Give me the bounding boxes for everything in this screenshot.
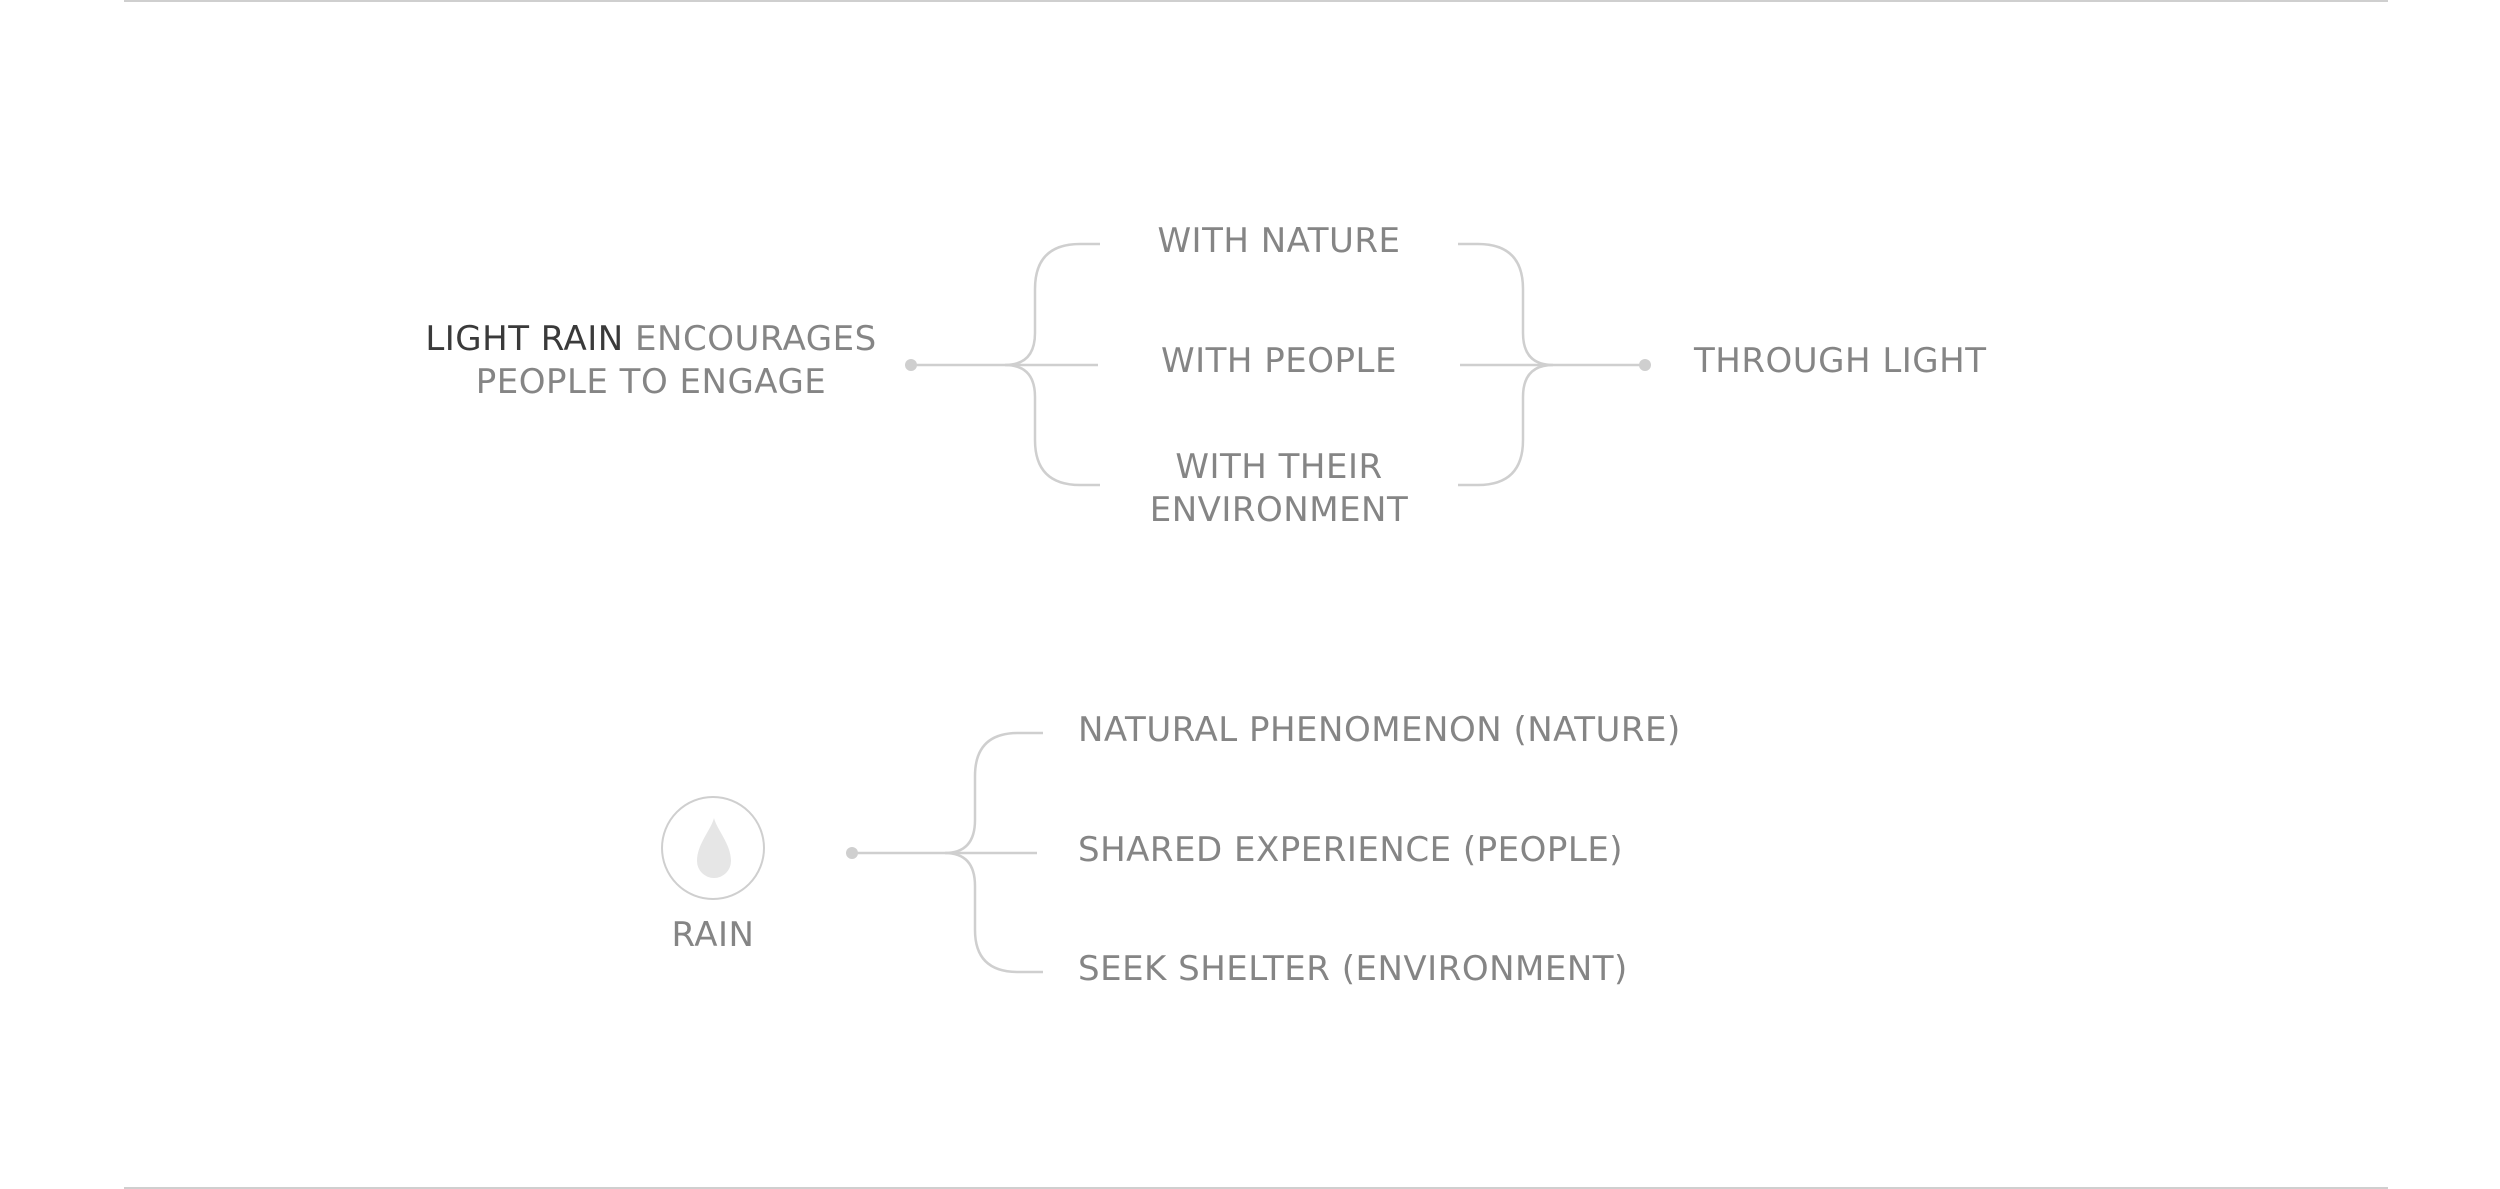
raindrop-icon: [697, 818, 731, 878]
source-statement: LIGHT RAIN ENCOURAGES PEOPLE TO ENGAGE: [401, 318, 901, 404]
source-emphasis: LIGHT RAIN: [425, 319, 624, 359]
branch-shared-experience: SHARED EXPERIENCE (PEOPLE): [1078, 830, 1624, 870]
rain-label: RAIN: [671, 915, 755, 955]
source-line2: PEOPLE TO ENGAGE: [475, 362, 827, 402]
branch-with-their-environment: WITH THEIR ENVIRONMENT: [1149, 447, 1409, 530]
branch-with-nature: WITH NATURE: [1157, 221, 1401, 261]
top-source-dot: [905, 359, 917, 371]
rain-icon-circle: [661, 796, 765, 900]
branch-with-people: WITH PEOPLE: [1161, 341, 1397, 381]
bottom-brace: [944, 731, 1043, 974]
top-divider: [124, 0, 2388, 2]
top-left-brace: [1004, 242, 1100, 487]
bottom-source-dot: [846, 847, 858, 859]
source-rest: ENCOURAGES: [623, 319, 877, 359]
branch-seek-shelter: SEEK SHELTER (ENVIRONMENT): [1078, 949, 1628, 989]
branch-natural-phenomenon: NATURAL PHENOMENON (NATURE): [1078, 710, 1681, 750]
top-result-dot: [1639, 359, 1651, 371]
result-through-light: THROUGH LIGHT: [1694, 341, 1987, 381]
bottom-divider: [124, 1187, 2388, 1189]
